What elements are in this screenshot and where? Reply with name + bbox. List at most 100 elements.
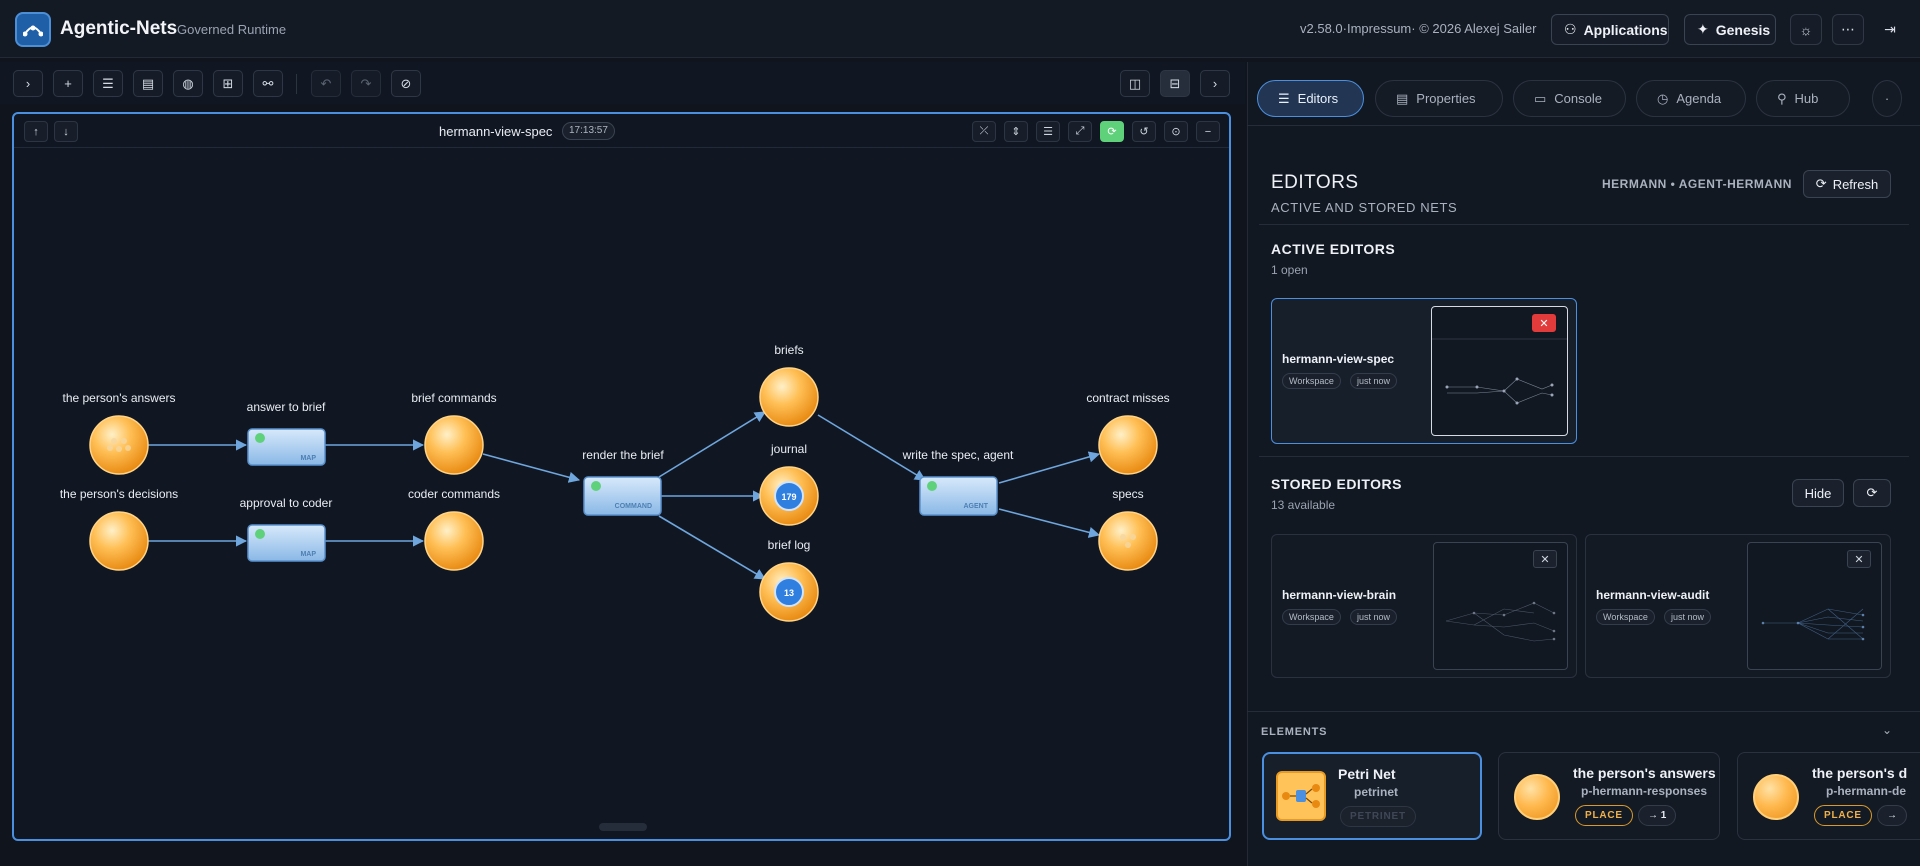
applications-button[interactable]: ⚇Applications (1551, 14, 1669, 45)
close-icon[interactable]: ✕ (1532, 314, 1556, 332)
tab-more[interactable]: · (1872, 80, 1902, 117)
transition-box[interactable] (919, 476, 998, 516)
arrow-up-icon[interactable]: ↑ (24, 121, 48, 142)
more-icon[interactable]: ⋯ (1832, 14, 1864, 45)
tab-agenda[interactable]: ◷Agenda (1636, 80, 1746, 117)
cancel-icon[interactable]: ⊘ (391, 70, 421, 97)
minimize-icon[interactable]: − (1196, 121, 1220, 142)
arrow-down-icon[interactable]: ↓ (54, 121, 78, 142)
logo-icon[interactable] (15, 12, 51, 47)
transition-render-the-brief[interactable]: COMMAND render the brief (582, 448, 664, 516)
place-briefs[interactable]: briefs (759, 343, 819, 427)
sun-icon[interactable]: ☼ (1790, 14, 1822, 45)
place-label: specs (1112, 487, 1143, 501)
place-circle[interactable] (89, 415, 149, 475)
fullscreen-icon[interactable]: ⤢ (1068, 121, 1092, 142)
arc[interactable] (482, 453, 581, 483)
element-card-the-persons-answers[interactable]: the person's answers p-hermann-responses… (1498, 752, 1720, 840)
connect-icon[interactable]: ⚯ (253, 70, 283, 97)
place-circle[interactable] (424, 415, 484, 475)
place-circle[interactable] (759, 367, 819, 427)
refresh-label: Refresh (1832, 176, 1879, 192)
tab-hub[interactable]: ⚲Hub (1756, 80, 1850, 117)
transition-write-the-spec-agent[interactable]: AGENT write the spec, agent (902, 448, 1014, 516)
section-divider (1247, 711, 1920, 712)
workspace-chip: Workspace (1596, 609, 1655, 625)
element-card-petri-net[interactable]: Petri Net petrinet PETRINET (1262, 752, 1482, 840)
list-icon[interactable]: ☰ (93, 70, 123, 97)
chevron-right-icon[interactable]: › (13, 70, 43, 97)
expand-vertical-icon[interactable]: ⇕ (1004, 121, 1028, 142)
hide-button[interactable]: Hide (1792, 479, 1844, 507)
tab-properties[interactable]: ▤Properties (1375, 80, 1503, 117)
tab-console[interactable]: ▭ Console (1513, 80, 1626, 117)
reload-icon[interactable]: ⟳ (1853, 479, 1891, 507)
plus-icon[interactable]: + (53, 70, 83, 97)
layout-icon[interactable]: ▤ (133, 70, 163, 97)
place-circle[interactable] (1098, 415, 1158, 475)
genesis-button[interactable]: ✦Genesis (1684, 14, 1776, 45)
redo-icon[interactable]: ↷ (351, 70, 381, 97)
place-coder-commands[interactable]: coder commands (408, 487, 500, 571)
close-icon[interactable]: ✕ (1847, 550, 1871, 568)
arc[interactable] (658, 515, 766, 580)
token-count: 179 (781, 492, 796, 502)
toolbar-divider (296, 74, 297, 94)
stored-editors-title: STORED EDITORS (1271, 476, 1402, 492)
transition-approval-to-coder[interactable]: MAP approval to coder (240, 496, 333, 562)
logout-icon[interactable]: ⇥ (1884, 21, 1896, 37)
terminal-icon: ▭ (1534, 90, 1547, 106)
palette-icon[interactable]: ◍ (173, 70, 203, 97)
place-circle[interactable] (424, 511, 484, 571)
chevron-right-icon[interactable]: › (1200, 70, 1230, 97)
chevron-down-icon[interactable]: ⌄ (1882, 723, 1893, 737)
place-brief-commands[interactable]: brief commands (411, 391, 497, 475)
place-journal[interactable]: 179 journal (759, 442, 819, 526)
place-circle[interactable] (1098, 511, 1158, 571)
canvas-resize-handle[interactable] (599, 823, 647, 831)
undo-icon[interactable]: ↶ (311, 70, 341, 97)
transition-answer-to-brief[interactable]: MAP answer to brief (247, 400, 326, 466)
place-contract-misses[interactable]: contract misses (1086, 391, 1170, 475)
editor-card-hermann-view-brain[interactable]: hermann-view-brain Workspace just now ✕ (1271, 534, 1577, 678)
arc[interactable] (817, 414, 926, 481)
close-icon[interactable]: ✕ (1533, 550, 1557, 568)
place-the-persons-answers[interactable]: the person's answers (62, 391, 176, 475)
workspace-chip: Workspace (1282, 609, 1341, 625)
info-icon[interactable]: ⊙ (1164, 121, 1188, 142)
tab-label: Console (1554, 91, 1602, 106)
split-vertical-icon[interactable]: ◫ (1120, 70, 1150, 97)
hub-icon: ⚲ (1777, 90, 1787, 106)
time-chip: just now (1350, 373, 1398, 389)
transition-box[interactable] (247, 428, 326, 466)
sync-icon[interactable]: ⟳ (1100, 121, 1124, 142)
split-horizontal-icon[interactable]: ⊟ (1160, 70, 1190, 97)
arc[interactable] (998, 508, 1101, 538)
tab-editors[interactable]: ☰Editors (1257, 80, 1364, 117)
element-card-the-persons-decisions[interactable]: the person's d p-hermann-de PLACE → (1737, 752, 1920, 840)
arcs (148, 411, 1101, 580)
applications-label: Applications (1583, 21, 1668, 38)
editor-card-hermann-view-audit[interactable]: hermann-view-audit Workspace just now ✕ (1585, 534, 1891, 678)
arc[interactable] (658, 411, 766, 478)
place-the-persons-decisions[interactable]: the person's decisions (60, 487, 178, 571)
grid-icon[interactable]: ⊞ (213, 70, 243, 97)
arc[interactable] (998, 451, 1101, 484)
version-text[interactable]: v2.58.0·Impressum· © 2026 Alexej Sailer (1300, 21, 1537, 36)
place-label: contract misses (1086, 391, 1169, 405)
app-title: Agentic-Nets (60, 18, 178, 39)
transition-box[interactable] (247, 524, 326, 562)
collapse-icon[interactable]: ⤫ (972, 121, 996, 142)
place-specs[interactable]: specs (1098, 487, 1158, 571)
editor-card-hermann-view-spec[interactable]: hermann-view-spec Workspace just now ✕ (1271, 298, 1577, 444)
net-canvas[interactable]: ↑ ↓ hermann-view-spec 17:13:57 ⤫ ⇕ ☰ ⤢ ⟳… (12, 112, 1231, 841)
refresh-button[interactable]: ⟳Refresh (1803, 170, 1891, 198)
reset-icon[interactable]: ↺ (1132, 121, 1156, 142)
list-icon[interactable]: ☰ (1036, 121, 1060, 142)
place-label: the person's answers (62, 391, 175, 405)
transition-box[interactable] (583, 476, 662, 516)
editors-title: EDITORS (1271, 172, 1359, 193)
place-circle[interactable] (89, 511, 149, 571)
petri-net-graph[interactable]: the person's answers the person's decisi… (14, 148, 1229, 838)
place-brief-log[interactable]: 13 brief log (759, 538, 819, 622)
